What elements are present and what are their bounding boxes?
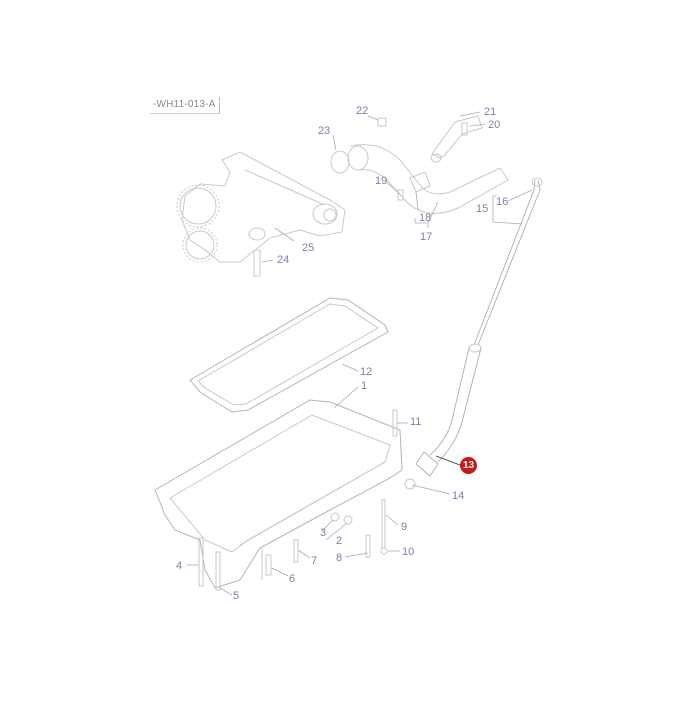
- oil-pan-drawing: [154, 399, 403, 589]
- callout-18[interactable]: 18: [419, 212, 432, 224]
- callout-5[interactable]: 5: [233, 590, 240, 602]
- callout-10[interactable]: 10: [402, 546, 415, 558]
- callout-9[interactable]: 9: [401, 521, 408, 533]
- leader-lines: [187, 111, 533, 596]
- callout-7[interactable]: 7: [311, 555, 318, 567]
- callout-25[interactable]: 25: [302, 242, 315, 254]
- callout-13-highlighted[interactable]: 13: [460, 457, 477, 474]
- callout-8[interactable]: 8: [336, 552, 343, 564]
- callout-14[interactable]: 14: [452, 490, 465, 502]
- bolts-drawing: [198, 409, 416, 591]
- dipstick-drawing: [415, 177, 543, 477]
- callout-15[interactable]: 15: [476, 203, 489, 215]
- callout-20[interactable]: 20: [488, 119, 501, 131]
- suction-pipe-drawing: [330, 115, 509, 214]
- callout-1[interactable]: 1: [361, 380, 368, 392]
- callout-17[interactable]: 17: [420, 231, 433, 243]
- callout-16[interactable]: 16: [496, 196, 509, 208]
- callout-24[interactable]: 24: [277, 254, 290, 266]
- callout-4[interactable]: 4: [176, 560, 183, 572]
- reference-code-label: -WH11-013-A: [150, 97, 220, 114]
- oil-pump-drawing: [176, 151, 346, 277]
- callout-3[interactable]: 3: [320, 527, 327, 539]
- callout-11[interactable]: 11: [410, 416, 422, 428]
- callout-19[interactable]: 19: [375, 175, 388, 187]
- callout-21[interactable]: 21: [484, 106, 497, 118]
- callout-22[interactable]: 22: [356, 105, 369, 117]
- gasket-drawing: [189, 297, 389, 413]
- callout-12[interactable]: 12: [360, 366, 373, 378]
- callout-6[interactable]: 6: [289, 573, 296, 585]
- callout-23[interactable]: 23: [318, 125, 331, 137]
- callout-2[interactable]: 2: [336, 535, 343, 547]
